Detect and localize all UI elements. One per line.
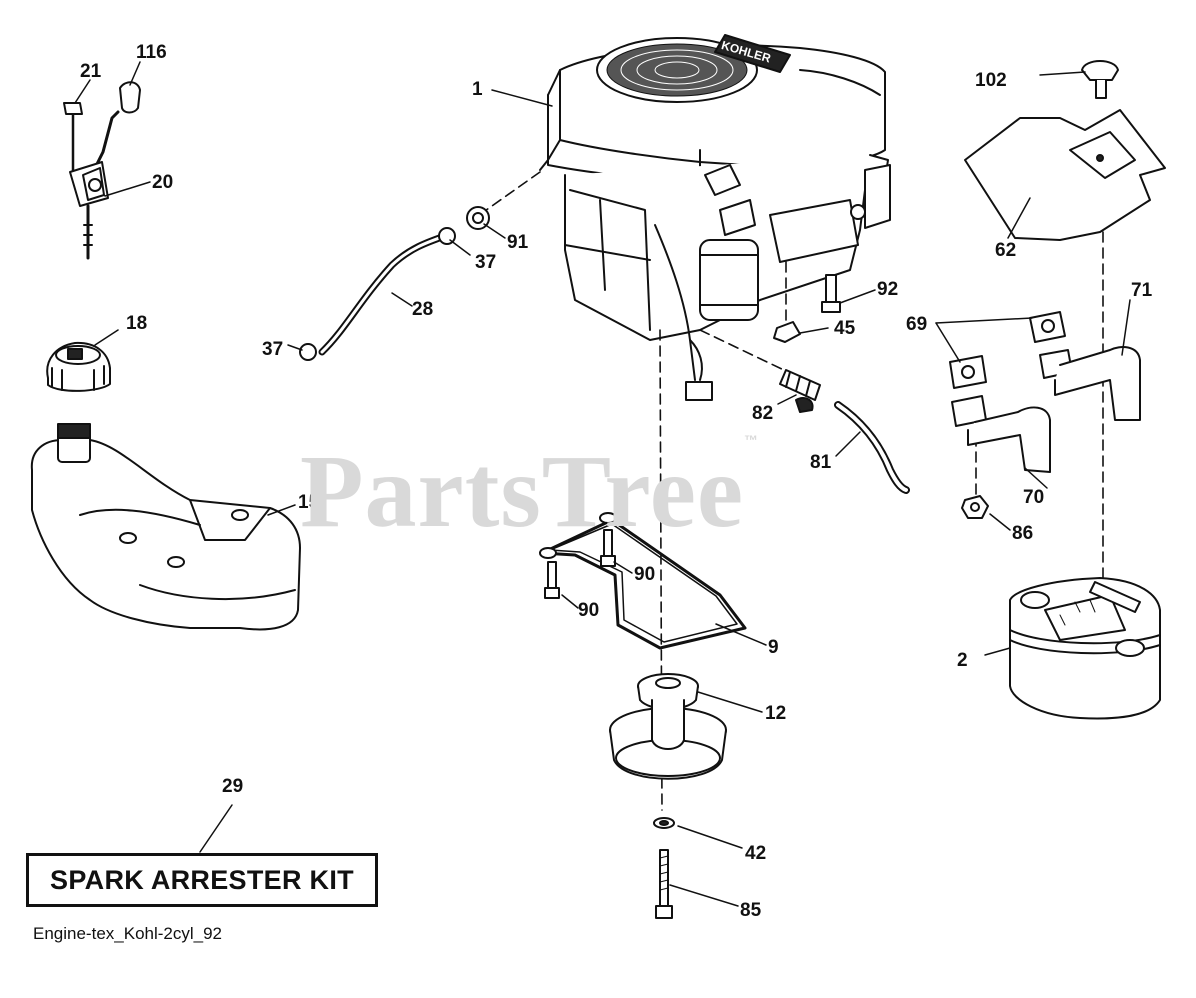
fuel-pump [779, 369, 910, 494]
callout-102: 102 [975, 70, 1007, 91]
callout-18: 18 [126, 313, 147, 334]
bolt-90b [544, 561, 560, 599]
washer-42 [653, 817, 675, 829]
watermark: PartsTree™ [300, 432, 759, 551]
callout-20: 20 [152, 172, 173, 193]
fuel-cap [46, 341, 111, 392]
callout-86: 86 [1012, 523, 1033, 544]
bolt-92 [821, 274, 841, 313]
engine-assembly: KOHLER [539, 34, 891, 401]
leader-lines [74, 61, 1131, 907]
engine-bracket [539, 512, 747, 650]
callout-29: 29 [222, 776, 243, 797]
nut-86 [961, 495, 989, 519]
callout-42: 42 [745, 843, 766, 864]
callout-9: 9 [768, 637, 779, 658]
callout-90a: 90 [634, 564, 655, 585]
bolt-90a [600, 529, 616, 567]
callout-116: 116 [136, 42, 167, 63]
callout-81: 81 [810, 452, 832, 473]
callout-85: 85 [740, 900, 762, 921]
callout-90b: 90 [578, 600, 599, 621]
callout-91: 91 [507, 232, 529, 253]
callout-1: 1 [472, 79, 483, 100]
heat-shield [964, 109, 1166, 241]
callout-82: 82 [752, 403, 773, 424]
throttle-control [63, 81, 141, 260]
exhaust-pipe-70 [951, 395, 1051, 473]
callout-2: 2 [957, 650, 968, 671]
diagram-caption: Engine-tex_Kohl-2cyl_92 [33, 924, 223, 943]
callout-12: 12 [765, 703, 786, 724]
exhaust-gaskets [949, 311, 1066, 389]
callout-37a: 37 [475, 252, 496, 273]
callout-37b: 37 [262, 339, 283, 360]
watermark-trademark: ™ [744, 432, 760, 448]
callout-15: 15 [298, 492, 320, 513]
pulley-lower [609, 699, 727, 780]
watermark-text: PartsTree [300, 434, 745, 549]
callout-70: 70 [1023, 487, 1044, 508]
spark-arrester-kit-label: SPARK ARRESTER KIT [50, 864, 354, 895]
callout-92: 92 [877, 279, 898, 300]
muffler [1009, 577, 1161, 720]
callout-71: 71 [1131, 280, 1153, 301]
callout-21: 21 [80, 61, 102, 82]
exhaust-pipe-71 [1039, 346, 1141, 421]
spark-arrester-kit-box: SPARK ARRESTER KIT [26, 853, 378, 907]
callout-28: 28 [412, 299, 433, 320]
bolt-85 [655, 849, 673, 919]
knob-102 [1081, 60, 1119, 99]
callout-labels: 1 21 116 20 18 15 28 37 37 91 92 45 82 8… [80, 42, 1153, 921]
callout-45: 45 [834, 318, 856, 339]
callout-69: 69 [906, 314, 927, 335]
nut-45 [773, 321, 801, 343]
fuel-hose [299, 227, 456, 361]
fuel-tank [30, 423, 301, 631]
callout-62: 62 [995, 240, 1016, 261]
